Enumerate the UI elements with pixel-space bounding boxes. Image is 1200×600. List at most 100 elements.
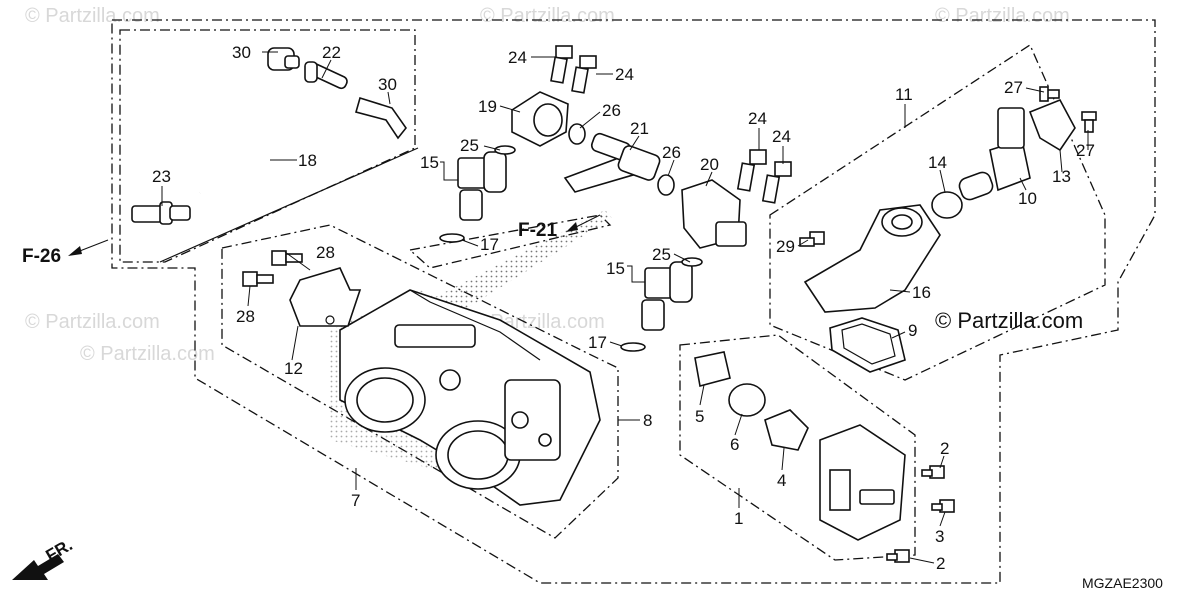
watermark: © Partzilla.com [935,5,1070,27]
part-4-gasket [764,409,809,451]
callout-16: 16 [912,283,931,302]
callout-22: 22 [322,43,341,62]
callout-11: 11 [895,85,913,104]
callout-29: 29 [776,237,795,256]
throttle-body-group-boundary [221,224,619,539]
ecu-group-boundary [679,334,916,561]
assembly-boundary [111,19,1156,584]
callout-12: 12 [284,359,303,378]
part-27-screw [1081,111,1097,133]
part-24-bolt [571,55,597,94]
callout-17: 17 [480,235,499,254]
callout-24: 24 [508,48,527,67]
part-25-seal-ring [494,145,516,155]
callout-14: 14 [928,153,947,172]
part-26-o-ring [657,174,675,196]
breather-group-boundary [119,29,416,263]
callout-8: 8 [643,411,652,430]
part-9-gasket-inner [841,323,896,365]
callout-27: 27 [1004,78,1023,97]
dotted-airflow-band [420,210,612,325]
callout-25: 25 [652,245,671,264]
callout-4: 4 [777,471,786,490]
callout-2: 2 [936,554,945,573]
watermark: © Partzilla.com [25,5,160,27]
leader-lines [161,51,1089,564]
divider-line [159,147,419,263]
diagram-code: MGZAE2300 [1082,575,1163,591]
part-30-hose-cap [267,47,300,71]
callout-5: 5 [695,407,704,426]
callout-21: 21 [630,119,649,138]
part-12-sensor-bracket [289,267,362,327]
part-13-wire-clamp [1028,98,1076,152]
part-20-pipe-joint [681,179,747,249]
part-28-bolt [242,271,274,287]
part-15-fuel-injector [641,261,693,331]
callout-24: 24 [772,127,791,146]
part-24-bolt [550,45,573,84]
callout-1: 1 [734,509,743,528]
watermark: © Partzilla.com [80,343,215,365]
callout-24: 24 [615,65,634,84]
callout-23: 23 [152,167,171,186]
callout-10: 10 [1018,189,1037,208]
idle-valve-group-boundary [769,44,1106,381]
part-18-breather-hose-inner [149,88,283,196]
part-21-fuel-pipe [563,132,661,193]
callout-25: 25 [460,136,479,155]
part-17-o-ring [620,342,646,352]
part-6-o-ring [728,383,766,417]
injector-lower-boundary [408,214,612,269]
watermark: © Partzilla.com [25,311,160,333]
f21-arrow-head [566,222,578,232]
callout-13: 13 [1052,167,1071,186]
part-24-bolt [761,161,792,204]
part-19-injector-holder [511,91,569,147]
callout-28: 28 [316,243,335,262]
callout-7: 7 [351,491,360,510]
callout-19: 19 [478,97,497,116]
part-15-fuel-injector [457,151,507,221]
callout-17: 17 [588,333,607,352]
part-23-breather-nipple [131,201,191,225]
part-22-tee-fitting [304,61,348,90]
part-17-o-ring [439,233,465,243]
callout-18: 18 [298,151,317,170]
part-29-screw [799,231,825,247]
part-16-valve-housing [803,204,941,313]
callout-9: 9 [908,321,917,340]
callout-27: 27 [1076,141,1095,160]
part-1-throttle-sensor-unit [819,424,906,541]
part-10-idle-air-valve [958,107,1031,201]
callout-20: 20 [700,155,719,174]
callout-24: 24 [748,109,767,128]
callout-26: 26 [662,143,681,162]
callout-15: 15 [420,153,439,172]
part-7-throttle-body [330,289,601,506]
part-3-screw [931,499,955,513]
part-5-gasket [694,351,731,387]
callout-28: 28 [236,307,255,326]
brand-watermark: © Partzilla.com [935,308,1083,333]
part-14-o-ring [931,191,963,219]
callout-30: 30 [378,75,397,94]
callout-3: 3 [935,527,944,546]
callout-30: 30 [232,43,251,62]
part-2-screw [886,549,910,563]
part-2-screw [921,465,945,479]
callout-6: 6 [730,435,739,454]
part-27-screw [1039,86,1060,102]
part-26-o-ring [568,123,586,145]
ref-f26: F-26 [22,246,61,267]
part-30-hose-cap [355,96,407,140]
ref-f21: F-21 [518,220,558,241]
watermark: © Partzilla.com [480,5,615,27]
front-direction-arrow [12,554,64,580]
callout-15: 15 [606,259,625,278]
callout-2: 2 [940,439,949,458]
part-24-bolt [736,149,767,192]
callout-26: 26 [602,101,621,120]
